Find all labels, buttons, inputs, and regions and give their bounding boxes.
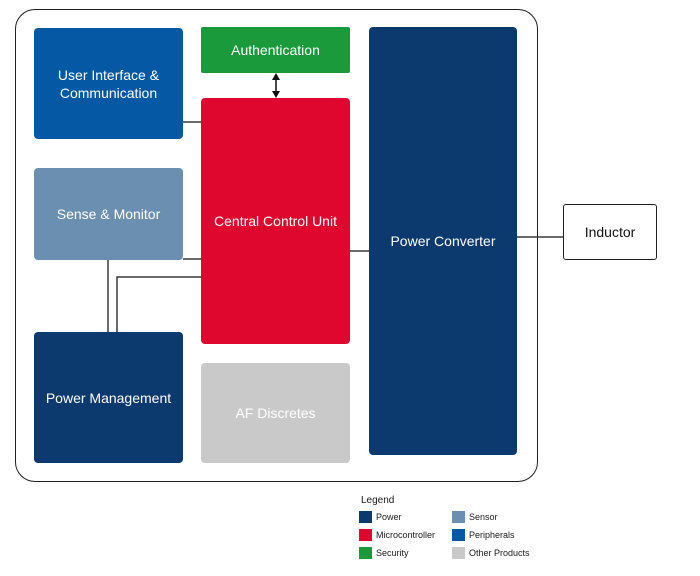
legend-swatch-power (359, 511, 372, 523)
legend-label-other-products: Other Products (469, 548, 530, 558)
arrowhead-down (272, 91, 280, 98)
authentication-block: Authentication (201, 27, 350, 73)
legend-item-security: Security (359, 547, 409, 559)
legend-swatch-sensor (452, 511, 465, 523)
user-interface-label: User Interface & Communication (57, 66, 160, 101)
legend-item-power: Power (359, 511, 402, 523)
power-converter-label: Power Converter (390, 233, 496, 249)
authentication-label: Authentication (231, 42, 320, 58)
power-mgmt-to-control-line (116, 276, 201, 332)
legend-swatch-security (359, 547, 372, 559)
legend-item-microcontroller: Microcontroller (359, 529, 435, 541)
legend-label-power: Power (376, 512, 402, 522)
legend-label-peripherals: Peripherals (469, 530, 515, 540)
legend: Legend Power Sensor Microcontroller Peri… (356, 495, 556, 567)
af-discretes-label: AF Discretes (235, 405, 316, 421)
legend-item-sensor: Sensor (452, 511, 498, 523)
central-control-unit-block: Central Control Unit (201, 98, 350, 344)
central-control-unit-label: Central Control Unit (214, 213, 337, 229)
legend-title: Legend (361, 495, 395, 506)
legend-item-other-products: Other Products (452, 547, 530, 559)
power-management-block: Power Management (34, 332, 183, 463)
inductor-block: Inductor (563, 204, 657, 260)
power-management-label: Power Management (45, 389, 172, 406)
legend-label-microcontroller: Microcontroller (376, 530, 436, 540)
arrowhead-up (272, 73, 280, 80)
legend-swatch-microcontroller (359, 529, 372, 541)
sense-monitor-block: Sense & Monitor (34, 168, 183, 260)
legend-label-security: Security (376, 548, 409, 558)
sense-monitor-label: Sense & Monitor (56, 206, 161, 222)
user-interface-block: User Interface & Communication (34, 28, 183, 139)
legend-swatch-peripherals (452, 529, 465, 541)
inductor-label: Inductor (584, 224, 636, 240)
af-discretes-block: AF Discretes (201, 363, 350, 463)
legend-item-peripherals: Peripherals (452, 529, 515, 541)
system-boundary (15, 9, 538, 482)
legend-label-sensor: Sensor (469, 512, 498, 522)
legend-swatch-other-products (452, 547, 465, 559)
power-converter-block: Power Converter (369, 27, 517, 455)
